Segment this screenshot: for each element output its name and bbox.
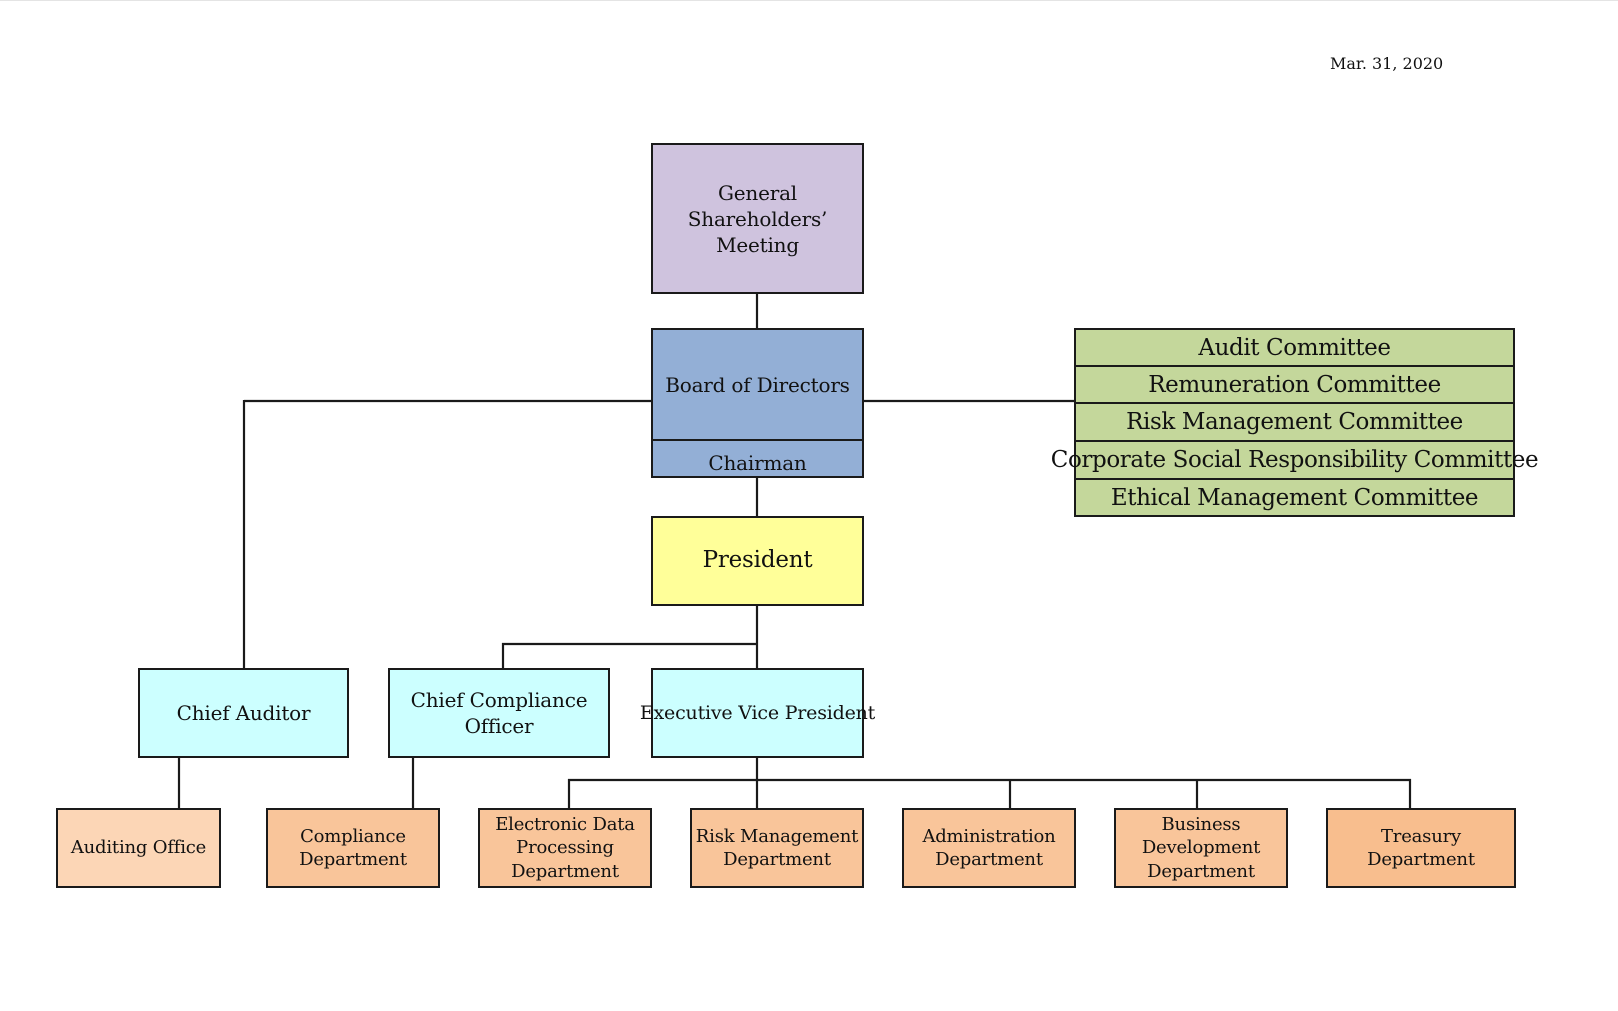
board-of-directors-box: Board of Directors — [651, 328, 864, 441]
compliance-department-box: Compliance Department — [266, 808, 440, 888]
edp-dept-line-1: Electronic Data — [495, 813, 635, 835]
committee-ethical-management: Ethical Management Committee — [1110, 484, 1479, 511]
auditing-office-box: Auditing Office — [56, 808, 221, 888]
administration-department-box: Administration Department — [902, 808, 1076, 888]
chart-date: Mar. 31, 2020 — [1330, 54, 1444, 73]
shareholders-line-1: General Shareholders’ — [687, 180, 828, 231]
chairman-box: Chairman — [651, 439, 864, 478]
president-label: President — [702, 547, 813, 574]
executive-vice-president-label: Executive Vice President — [639, 701, 876, 724]
compliance-dept-line-1: Compliance — [300, 825, 406, 847]
compliance-dept-line-2: Department — [299, 849, 407, 870]
committees-group: Audit Committee Remuneration Committee R… — [1051, 328, 1539, 517]
committee-remuneration: Remuneration Committee — [1076, 367, 1513, 404]
treasury-department-box: Treasury Department — [1326, 808, 1516, 888]
treasury-dept-line-1: Treasury — [1380, 825, 1461, 847]
committee-audit: Audit Committee — [1076, 330, 1513, 367]
risk-dept-line-1: Risk Management — [695, 825, 859, 847]
president-box: President — [651, 516, 864, 606]
chief-auditor-label: Chief Auditor — [176, 701, 311, 725]
risk-management-department-box: Risk Management Department — [690, 808, 864, 888]
chief-compliance-line-2: Officer — [464, 714, 534, 738]
auditing-office-label: Auditing Office — [70, 837, 207, 859]
board-of-directors-label: Board of Directors — [665, 372, 850, 397]
chief-compliance-line-1: Chief Compliance — [410, 688, 588, 712]
treasury-dept-line-2: Department — [1367, 849, 1475, 870]
chief-compliance-officer-box: Chief Compliance Officer — [388, 668, 610, 758]
business-development-department-box: Business Development Department — [1114, 808, 1288, 888]
edp-dept-line-3: Department — [511, 860, 619, 882]
admin-dept-line-1: Administration — [922, 825, 1056, 847]
admin-dept-line-2: Department — [935, 849, 1043, 870]
shareholders-meeting-box: General Shareholders’ Meeting — [651, 143, 864, 294]
shareholders-line-2: Meeting — [716, 232, 799, 257]
bizdev-dept-line-1: Business — [1161, 813, 1241, 835]
edp-department-box: Electronic Data Processing Department — [478, 808, 652, 888]
chairman-label: Chairman — [708, 450, 807, 475]
bizdev-dept-line-3: Department — [1147, 860, 1255, 882]
executive-vice-president-box: Executive Vice President — [640, 668, 875, 758]
edp-dept-line-2: Processing — [516, 837, 614, 859]
committee-csr: Corporate Social Responsibility Committe… — [1051, 442, 1539, 480]
top-rule — [0, 0, 1618, 1]
risk-dept-line-2: Department — [723, 849, 831, 870]
bizdev-dept-line-2: Development — [1141, 837, 1261, 859]
committee-risk-management: Risk Management Committee — [1076, 404, 1513, 442]
chief-auditor-box: Chief Auditor — [138, 668, 349, 758]
